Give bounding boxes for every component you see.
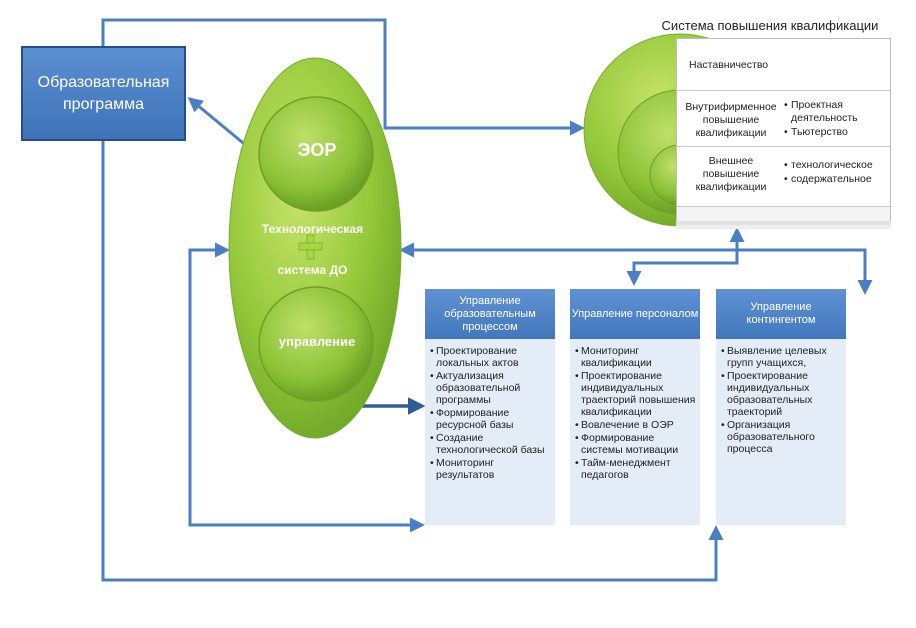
panel-list: Выявление целевых групп учащихся, Проект… <box>716 339 846 525</box>
list-item: Проектирование локальных актов <box>430 345 551 369</box>
qualification-row: Наставничество <box>677 39 890 91</box>
panel-educational-process: Управление образовательным процессом Про… <box>425 289 555 525</box>
qualification-item: Проектная деятельность <box>784 99 895 125</box>
list-item: Актуализация образовательной программы <box>430 370 551 406</box>
list-item: Выявление целевых групп учащихся, <box>721 345 842 369</box>
panel-list: Мониторинг квалификации Проектирование и… <box>570 339 700 525</box>
arrow-program-to-qualification <box>101 18 585 136</box>
management-label: управление <box>278 334 356 349</box>
panel-personnel: Управление персоналом Мониторинг квалифи… <box>570 289 700 525</box>
arrow-loop-left <box>188 242 425 533</box>
qualification-row-spacer <box>677 207 890 221</box>
program-label: Образовательная программа <box>37 73 170 113</box>
list-item: Проектирование индивидуальных образовате… <box>721 370 842 418</box>
list-item: Проектирование индивидуальных траекторий… <box>575 370 696 418</box>
qualification-item: технологическое <box>784 159 895 172</box>
qualification-row-name: Внутрифирменное повышение квалификации <box>685 101 777 139</box>
panel-list: Проектирование локальных актов Актуализа… <box>425 339 555 525</box>
arrow-panels-to-center <box>399 242 873 295</box>
qualification-title: Система повышения квалификации <box>661 18 879 33</box>
panel-title: Управление контингентом <box>716 289 846 339</box>
panel-title: Управление образовательным процессом <box>425 289 555 339</box>
plus-icon <box>298 234 323 260</box>
list-item: Формирование системы мотивации <box>575 432 696 456</box>
qualification-row-items: технологическое содержательное <box>784 159 895 187</box>
panel-title: Управление персоналом <box>570 289 700 339</box>
qualification-item: содержательное <box>784 173 895 186</box>
panel-contingent: Управление контингентом Выявление целевы… <box>716 289 846 525</box>
list-item: Тайм-менеджмент педагогов <box>575 457 696 481</box>
list-item: Мониторинг квалификации <box>575 345 696 369</box>
sdo-label: система ДО <box>277 263 348 277</box>
qualification-row-name: Внешнее повышение квалификации <box>695 155 767 193</box>
eor-label: ЭОР <box>297 140 337 160</box>
arrow-program-to-contingent <box>101 141 724 582</box>
list-item: Мониторинг результатов <box>430 457 551 481</box>
management-circle <box>258 286 374 402</box>
list-item: Вовлечение в ОЭР <box>575 419 696 431</box>
list-item: Формирование ресурсной базы <box>430 407 551 431</box>
list-item: Организация образовательного процесса <box>721 419 842 455</box>
tech-label: Технологическая <box>261 222 364 236</box>
qualification-row: Внешнее повышение квалификации технологи… <box>677 147 890 207</box>
qualification-item: Тьютерство <box>784 126 895 139</box>
qualification-row-items: Проектная деятельность Тьютерство <box>784 99 895 140</box>
arrow-qualification-to-personnel <box>626 227 745 286</box>
qualification-row-name: Наставничество <box>689 59 769 71</box>
program-box: Образовательная программа <box>21 46 186 141</box>
list-item: Создание технологической базы <box>430 432 551 456</box>
eor-circle <box>258 96 374 212</box>
qualification-table: Наставничество Внутрифирменное повышение… <box>676 38 891 221</box>
qualification-row: Внутрифирменное повышение квалификации П… <box>677 91 890 147</box>
